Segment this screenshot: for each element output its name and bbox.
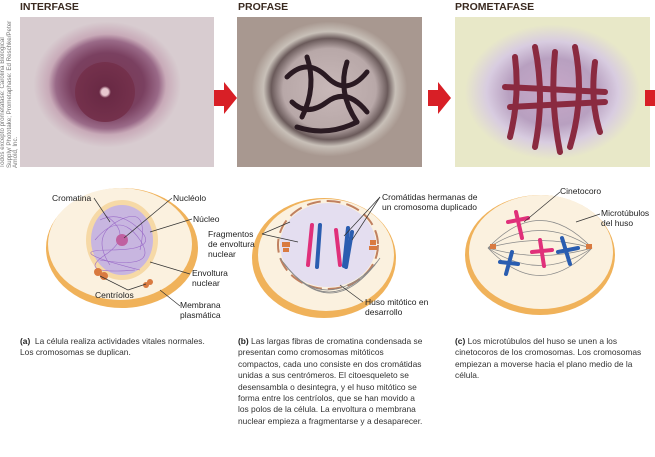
arrow-icon [214,82,237,114]
arrow-icon [645,82,655,114]
label-nucleolo: Nucléolo [173,193,207,203]
label-huso: Huso mitótico en desarrollo [365,297,429,317]
caption-a: (a) La célula realiza actividades vitale… [20,336,205,358]
label-envoltura: Envoltura nuclear [192,268,228,288]
label-membrana: Membrana plasmática [180,300,221,320]
cell-interfase [46,188,198,308]
photo-prometafase [455,17,650,167]
phase-title-prometafase: PROMETAFASE [455,1,535,13]
phase-title-profase: PROFASE [238,1,289,13]
label-centriolos: Centríolos [95,290,134,300]
arrow-icon [428,82,451,114]
label-cromatina: Cromatina [52,193,92,203]
label-cromatidas: Cromátidas hermanas de un cromosoma dupl… [382,192,478,212]
label-microtubulos: Microtúbulos del huso [601,208,650,228]
cell-prometafase [465,191,615,315]
label-cinetocoro: Cinetocoro [560,186,602,196]
label-nucleo: Núcleo [193,214,220,224]
caption-c: (c) Los microtúbulos del huso se unen a … [455,336,642,381]
photo-interfase [20,17,214,167]
label-fragmentos: Fragmentos de envoltura nuclear [208,229,255,259]
cell-profase [252,196,396,318]
caption-b: (b) Las largas fibras de cromatina conde… [238,336,423,426]
photo-profase [237,17,422,167]
phase-title-interfase: INTERFASE [20,1,79,13]
